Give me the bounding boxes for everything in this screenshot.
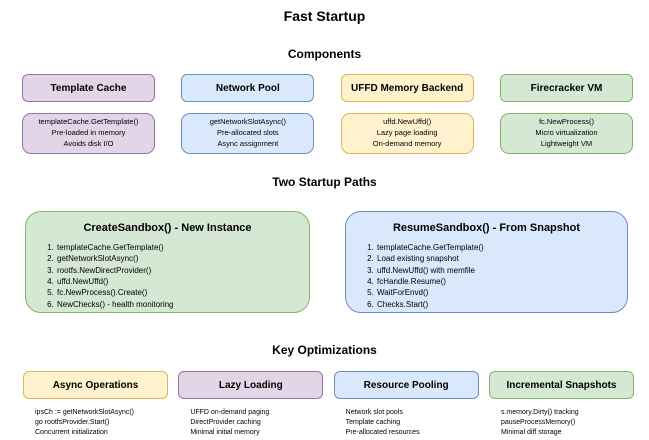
path-step: WaitForEnvd() bbox=[376, 287, 617, 298]
path-step: templateCache.GetTemplate() bbox=[56, 242, 299, 253]
optimization-incremental-snapshots: Incremental Snapshots s.memory.Dirty() t… bbox=[488, 371, 634, 438]
path-steps-list: templateCache.GetTemplate() Load existin… bbox=[356, 242, 617, 310]
path-title: ResumeSandbox() - From Snapshot bbox=[392, 222, 581, 234]
paths-row: CreateSandbox() - New Instance templateC… bbox=[25, 211, 628, 313]
path-step: NewChecks() - health monitoring bbox=[56, 299, 299, 310]
component-network-pool: Network Pool getNetworkSlotAsync() Pre-a… bbox=[181, 74, 315, 154]
detail-line: Minimal initial memory bbox=[190, 429, 260, 437]
detail-line: Network slot pools bbox=[345, 409, 403, 416]
path-step: templateCache.GetTemplate() bbox=[376, 242, 617, 253]
component-firecracker-vm: Firecracker VM fc.NewProcess() Micro vir… bbox=[499, 74, 633, 154]
component-name: Firecracker VM bbox=[530, 82, 603, 94]
component-header-box: Firecracker VM bbox=[499, 74, 633, 102]
detail-line: On-demand memory bbox=[372, 138, 442, 148]
detail-line: Lightweight VM bbox=[540, 138, 593, 148]
path-step: uffd.NewUffd() with memfile bbox=[376, 265, 617, 276]
detail-line: s.memory.Dirty() tracking bbox=[500, 409, 579, 416]
optimization-header-box: Async Operations bbox=[23, 371, 168, 399]
detail-line: DirectProvider caching bbox=[190, 419, 261, 427]
detail-line: Concurrent initialization bbox=[35, 429, 108, 437]
components-heading: Components bbox=[287, 47, 362, 61]
component-detail-box: uffd.NewUffd() Lazy page loading On-dema… bbox=[340, 113, 474, 154]
optimization-header-box: Lazy Loading bbox=[178, 371, 324, 399]
detail-line: Pre-loaded in memory bbox=[51, 128, 126, 138]
detail-line: ipsCh := getNetworkSlotAsync() bbox=[35, 409, 135, 416]
path-resume-sandbox: ResumeSandbox() - From Snapshot template… bbox=[345, 211, 628, 313]
detail-line: UFFD on-demand paging bbox=[190, 409, 270, 416]
optimization-name: Lazy Loading bbox=[218, 379, 283, 391]
detail-line: uffd.NewUffd() bbox=[383, 117, 432, 127]
optimizations-row: Async Operations ipsCh := getNetworkSlot… bbox=[23, 371, 634, 438]
detail-line: Pre-allocated slots bbox=[216, 128, 279, 138]
optimization-name: Resource Pooling bbox=[363, 379, 449, 391]
path-step: Checks.Start() bbox=[376, 299, 617, 310]
paths-heading: Two Startup Paths bbox=[272, 175, 377, 189]
optimizations-heading: Key Optimizations bbox=[272, 343, 377, 357]
path-step: fcHandle.Resume() bbox=[376, 276, 617, 287]
components-row: Template Cache templateCache.GetTemplate… bbox=[22, 74, 633, 154]
path-step: Load existing snapshot bbox=[376, 253, 617, 264]
detail-line: fc.NewProcess() bbox=[538, 117, 594, 127]
detail-line: Avoids disk I/O bbox=[63, 138, 114, 148]
component-header-box: UFFD Memory Backend bbox=[340, 74, 474, 102]
detail-line: pauseProcessMemory() bbox=[500, 419, 576, 427]
detail-line: Micro virtualization bbox=[535, 128, 598, 138]
component-name: Template Cache bbox=[50, 82, 127, 94]
optimization-header-box: Incremental Snapshots bbox=[488, 371, 634, 399]
optimization-resource-pooling: Resource Pooling Network slot pools Temp… bbox=[333, 371, 479, 438]
path-step: getNetworkSlotAsync() bbox=[56, 253, 299, 264]
component-header-box: Template Cache bbox=[22, 74, 155, 102]
detail-line: Template caching bbox=[345, 419, 401, 427]
detail-line: getNetworkSlotAsync() bbox=[209, 117, 286, 127]
detail-line: Pre-allocated resources bbox=[345, 429, 420, 437]
optimization-lazy-loading: Lazy Loading UFFD on-demand paging Direc… bbox=[178, 371, 324, 438]
component-detail-box: fc.NewProcess() Micro virtualization Lig… bbox=[499, 113, 633, 154]
optimization-name: Async Operations bbox=[52, 379, 139, 391]
component-name: Network Pool bbox=[215, 82, 280, 94]
optimization-details: Network slot pools Template caching Pre-… bbox=[346, 408, 479, 438]
path-step: fc.NewProcess().Create() bbox=[56, 287, 299, 298]
component-detail-box: templateCache.GetTemplate() Pre-loaded i… bbox=[22, 113, 155, 154]
path-step: uffd.NewUffd() bbox=[56, 276, 299, 287]
path-step: rootfs.NewDirectProvider() bbox=[56, 265, 299, 276]
detail-line: Minimal diff storage bbox=[500, 429, 562, 437]
optimization-header-box: Resource Pooling bbox=[333, 371, 479, 399]
path-create-sandbox: CreateSandbox() - New Instance templateC… bbox=[25, 211, 310, 313]
optimization-details: ipsCh := getNetworkSlotAsync() go rootfs… bbox=[35, 408, 168, 438]
optimization-details: UFFD on-demand paging DirectProvider cac… bbox=[190, 408, 323, 438]
detail-line: Async assignment bbox=[217, 138, 279, 148]
optimization-details: s.memory.Dirty() tracking pauseProcessMe… bbox=[501, 408, 634, 438]
optimization-name: Incremental Snapshots bbox=[506, 379, 617, 391]
component-name: UFFD Memory Backend bbox=[351, 82, 464, 94]
optimization-async-operations: Async Operations ipsCh := getNetworkSlot… bbox=[23, 371, 168, 438]
component-uffd-memory-backend: UFFD Memory Backend uffd.NewUffd() Lazy … bbox=[340, 74, 474, 154]
path-steps-list: templateCache.GetTemplate() getNetworkSl… bbox=[36, 242, 299, 310]
detail-line: Lazy page loading bbox=[376, 128, 438, 138]
component-header-box: Network Pool bbox=[181, 74, 315, 102]
path-title: CreateSandbox() - New Instance bbox=[83, 222, 252, 234]
component-detail-box: getNetworkSlotAsync() Pre-allocated slot… bbox=[181, 113, 315, 154]
detail-line: templateCache.GetTemplate() bbox=[38, 117, 139, 127]
component-template-cache: Template Cache templateCache.GetTemplate… bbox=[22, 74, 155, 154]
diagram-title: Fast Startup bbox=[283, 8, 366, 24]
detail-line: go rootfsProvider.Start() bbox=[35, 419, 110, 427]
